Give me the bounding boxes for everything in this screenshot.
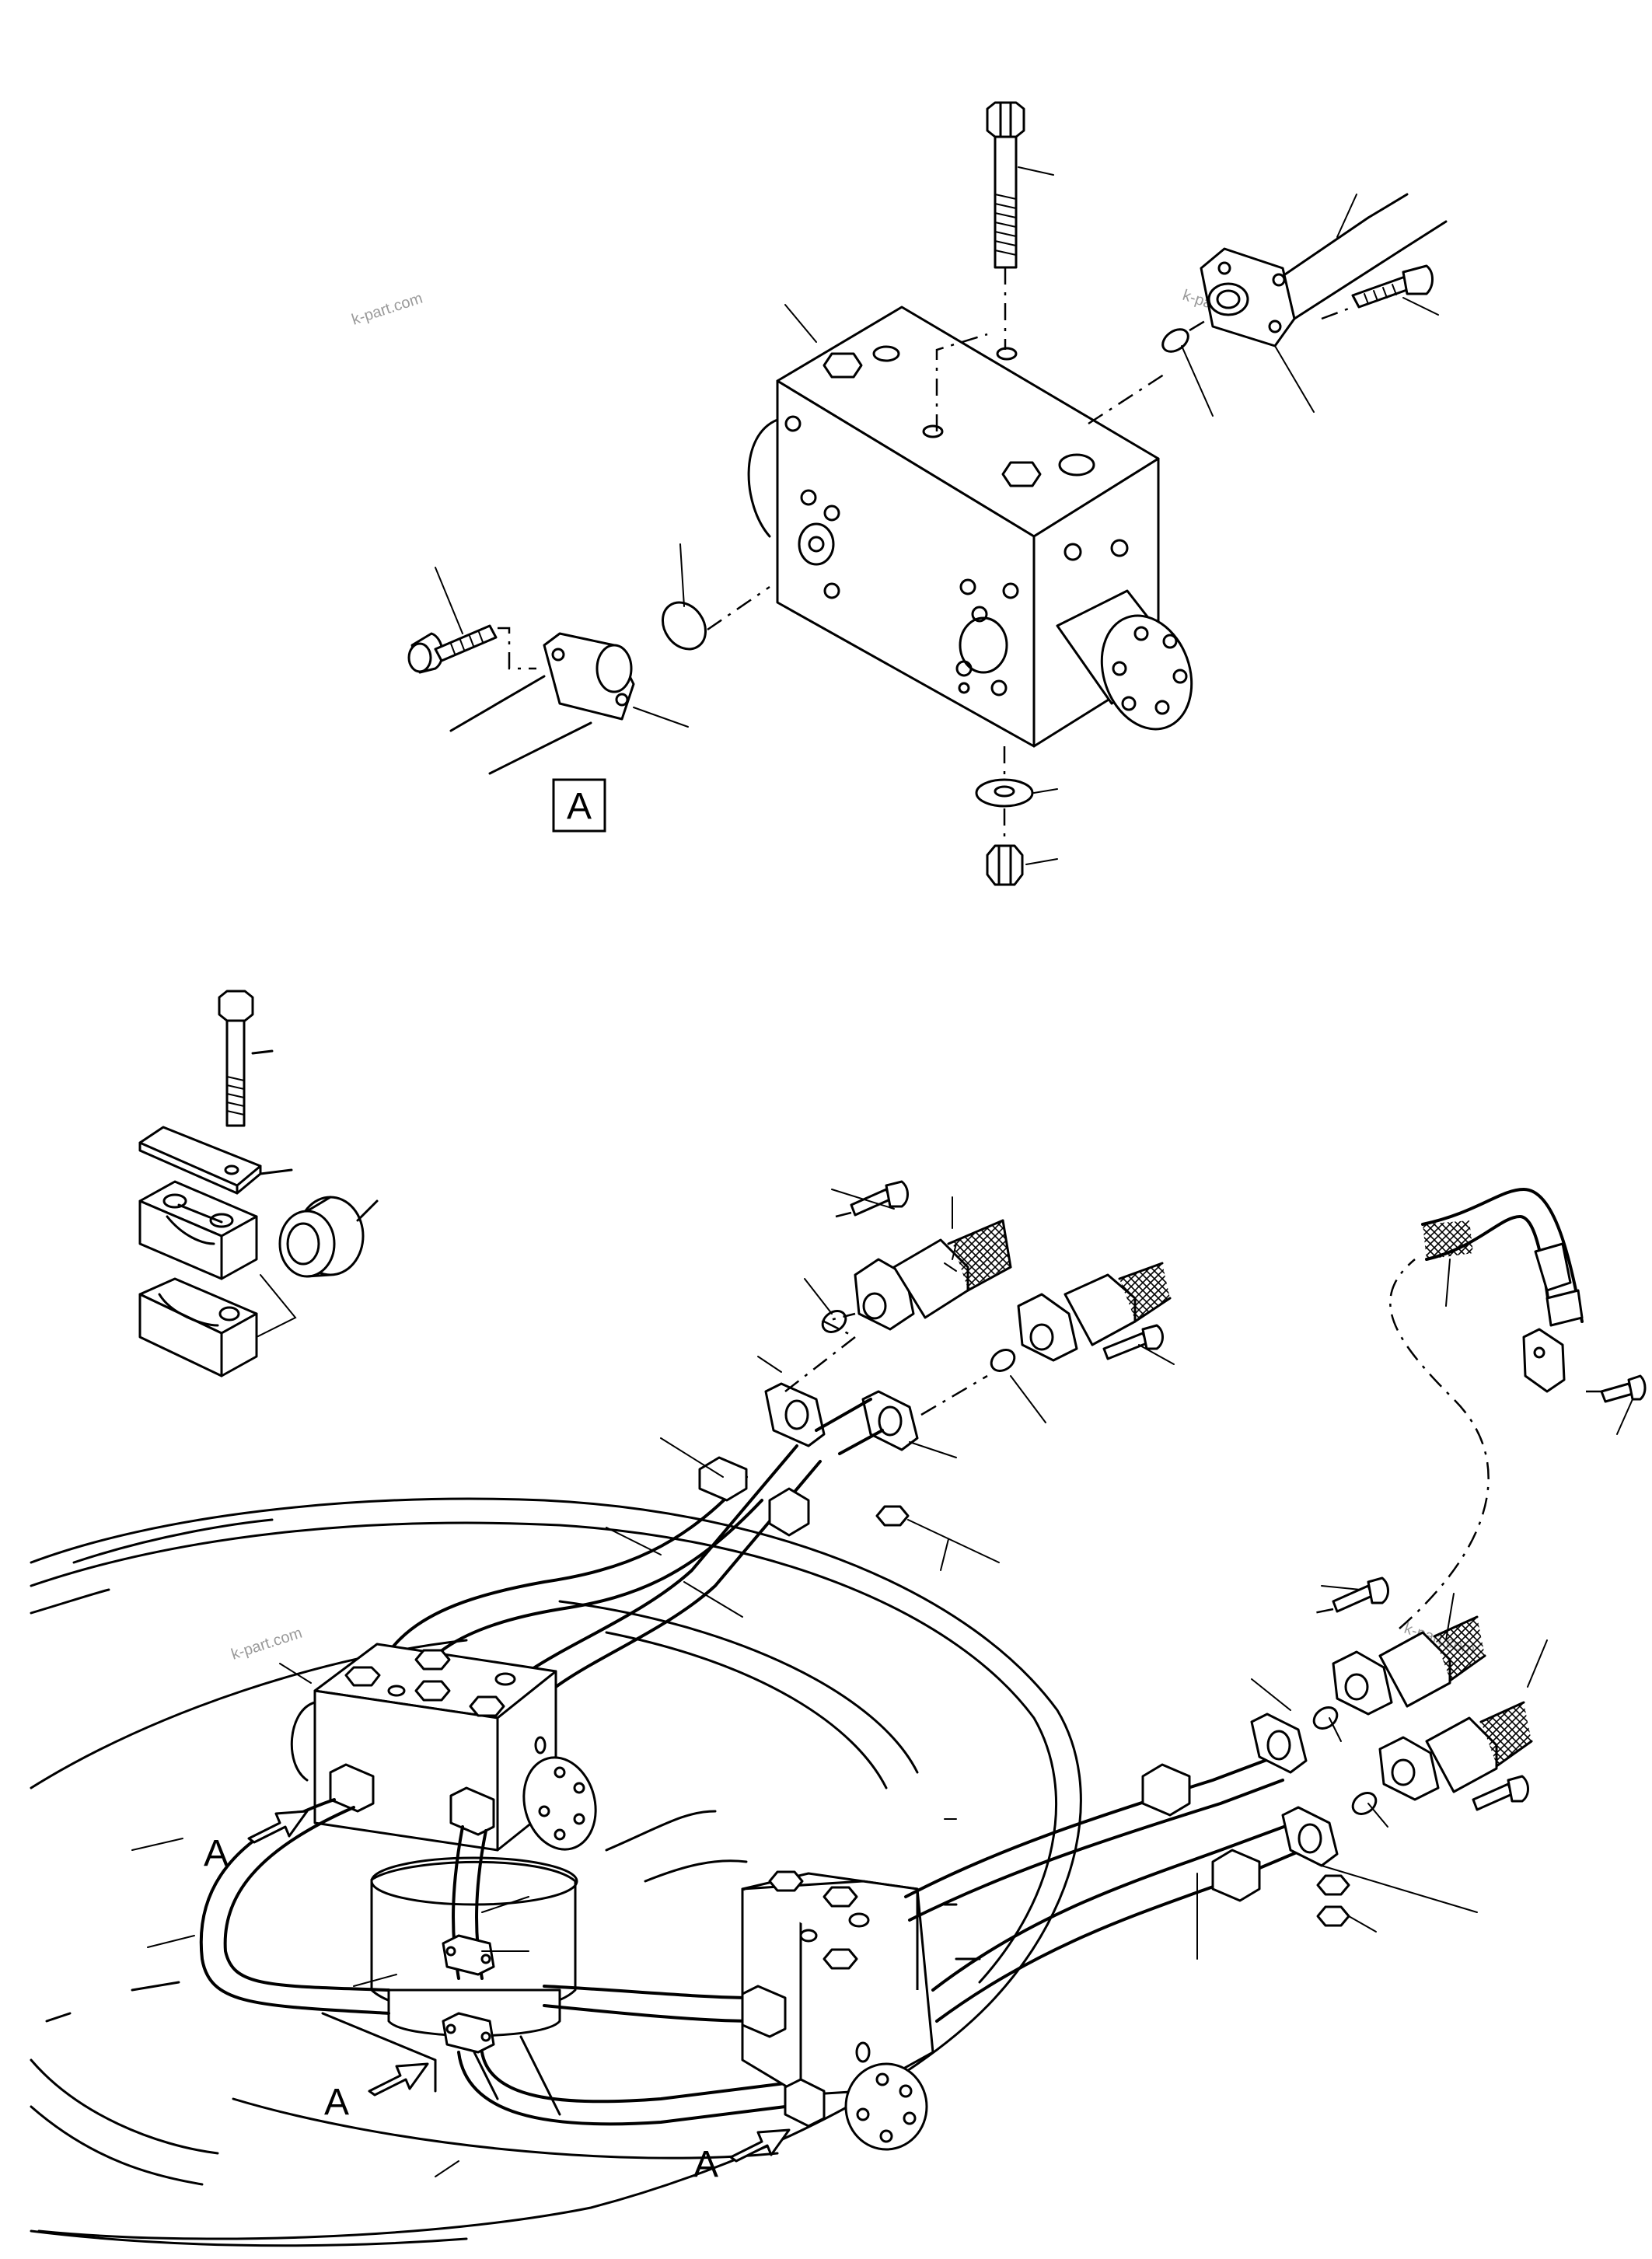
right-flange-assembly xyxy=(1088,193,1448,425)
detail-a-assembly: A xyxy=(407,101,1448,886)
upper-coupling-right xyxy=(990,1262,1172,1372)
drum-outer xyxy=(30,1497,1082,2240)
arrow-a-3-label: A xyxy=(693,2144,718,2185)
washer-nut xyxy=(975,746,1034,886)
arrow-a-1-label: A xyxy=(204,1833,229,1874)
junction-block-left xyxy=(290,1643,597,1852)
detail-a-letter: A xyxy=(567,786,592,827)
arrow-a-3: A xyxy=(693,2128,791,2185)
upper-coupling-left xyxy=(821,1180,1012,1333)
pipe-clamp-detail xyxy=(138,990,379,1377)
main-assembly: A A A xyxy=(30,1180,1647,2247)
long-bolt xyxy=(986,101,1025,350)
left-flange-assembly xyxy=(407,585,770,775)
detail-a-label: A xyxy=(552,778,606,833)
arrow-a-2-label: A xyxy=(324,2082,349,2123)
watermark-3: k-part.com xyxy=(229,1625,305,1664)
arrow-a-1: A xyxy=(204,1810,309,1874)
right-coupling-lower xyxy=(1351,1701,1533,1815)
arrow-a-2: A xyxy=(324,2062,429,2123)
junction-block-right xyxy=(741,1870,934,2151)
right-coupling-upper xyxy=(1312,1576,1486,1730)
watermark-1: k-part.com xyxy=(350,290,425,329)
loop-hose xyxy=(1421,1188,1647,1403)
valve-block-top xyxy=(747,306,1193,748)
